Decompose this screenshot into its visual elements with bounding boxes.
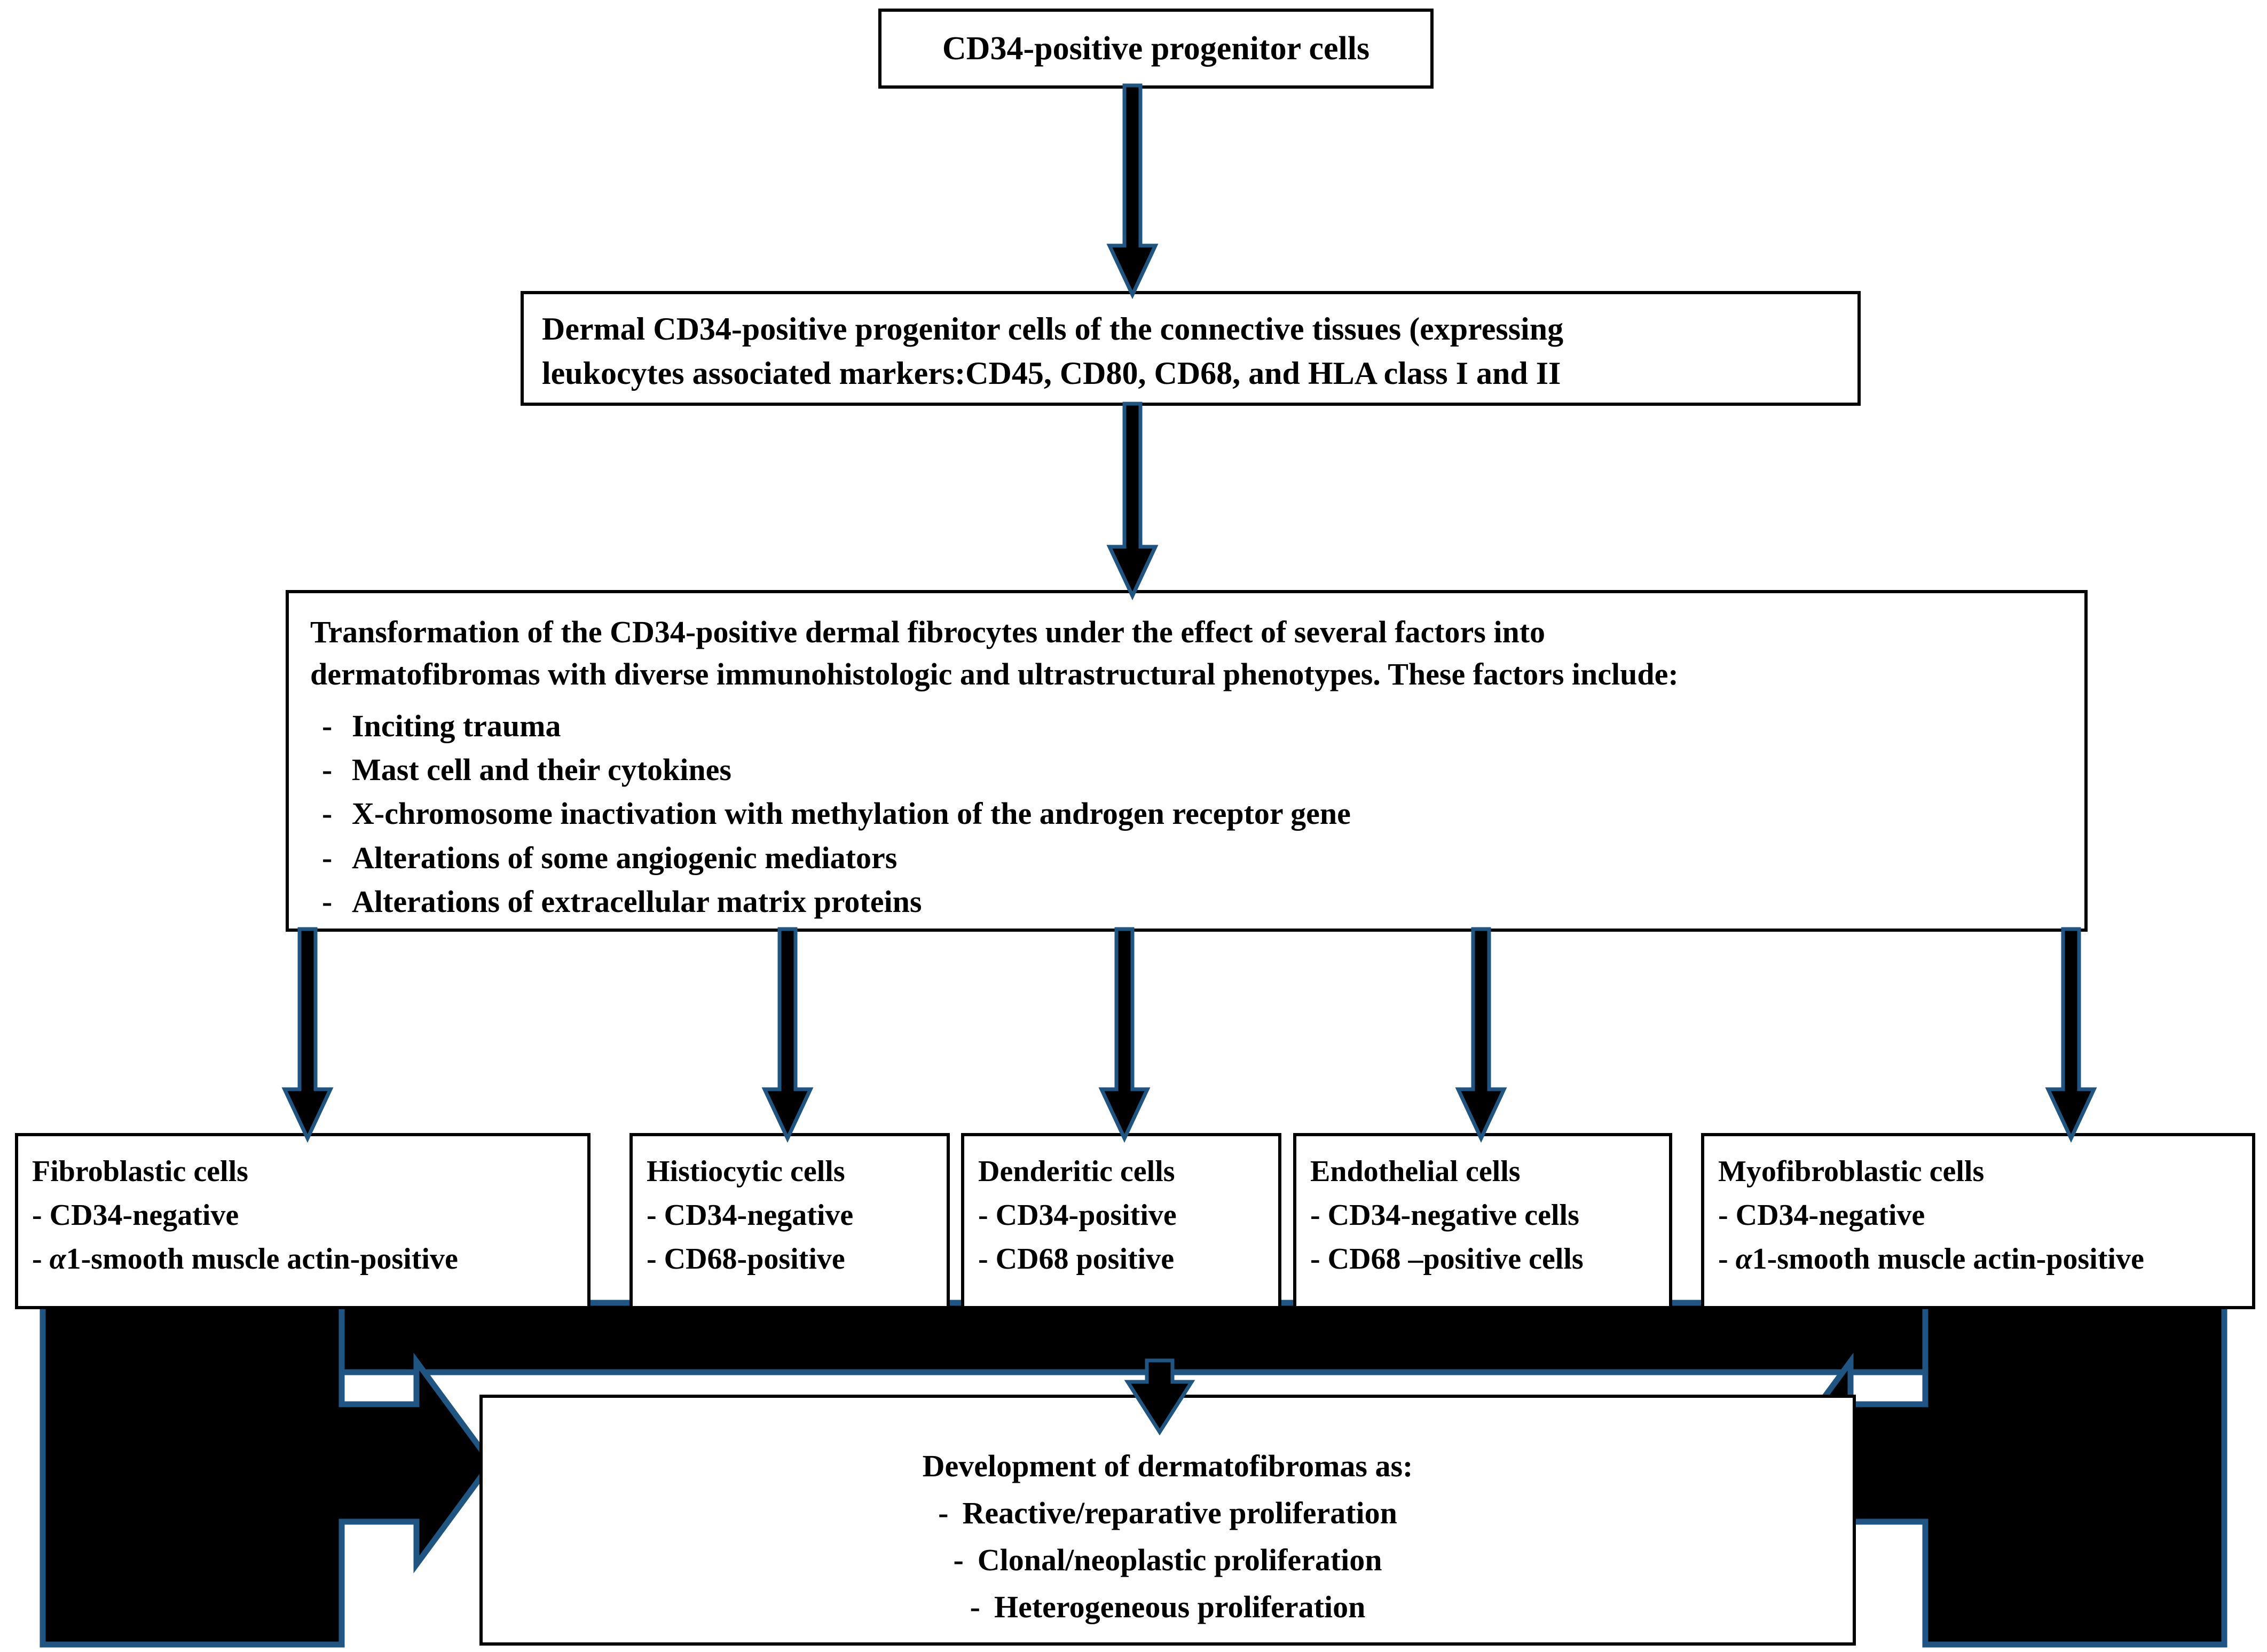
cell-box-item: - CD34-negative <box>647 1194 933 1238</box>
arrow-branch-endothelial <box>1455 927 1507 1143</box>
node-endothelial-cells: Endothelial cells - CD34-negative cells … <box>1293 1133 1672 1309</box>
transformation-line-1: Transformation of the CD34-positive derm… <box>310 615 1546 649</box>
bullet-dash: - <box>1310 1198 1320 1232</box>
dermal-line-1: Dermal CD34-positive progenitor cells of… <box>542 311 1564 347</box>
cell-box-title: Myofibroblastic cells <box>1718 1155 1985 1188</box>
dermal-line-2: leukocytes associated markers:CD45, CD80… <box>542 355 1561 391</box>
list-item: -Clonal/neoplastic proliferation <box>483 1537 1853 1584</box>
node-transformation: Transformation of the CD34-positive derm… <box>286 590 2088 932</box>
factor-label: X-chromosome inactivation with methylati… <box>352 796 1351 831</box>
arrow-progenitor-to-dermal <box>1106 83 1159 300</box>
node-dermal-cd34-progenitor-cells: Dermal CD34-positive progenitor cells of… <box>521 291 1861 406</box>
bullet-dash: - <box>322 884 333 919</box>
factor-label: Mast cell and their cytokines <box>352 752 731 788</box>
list-item: - Alterations of extracellular matrix pr… <box>310 880 2063 924</box>
node-fibroblastic-cells: Fibroblastic cells - CD34-negative - α1-… <box>15 1133 591 1309</box>
development-heading: Development of dermatofibromas as: <box>922 1449 1413 1483</box>
cell-box-item-label: CD34-positive <box>995 1198 1177 1232</box>
development-item-label: Clonal/neoplastic proliferation <box>977 1543 1382 1578</box>
bullet-dash: - <box>32 1242 42 1276</box>
bullet-dash: - <box>938 1496 949 1531</box>
cell-box-title: Endothelial cells <box>1310 1155 1521 1188</box>
cell-box-item-label: CD34-negative <box>49 1198 239 1232</box>
factor-label: Alterations of some angiogenic mediators <box>352 840 898 875</box>
arrow-left-block-to-development <box>40 1300 495 1648</box>
bullet-dash: - <box>953 1543 964 1578</box>
arrow-bar-to-development <box>1124 1358 1195 1436</box>
arrow-branch-histiocytic <box>761 927 814 1143</box>
cell-box-item: - CD68-positive <box>647 1238 933 1281</box>
cell-box-title: Denderitic cells <box>978 1155 1175 1188</box>
transformation-factor-list: - Inciting trauma - Mast cell and their … <box>310 704 2063 924</box>
node-myofibroblastic-cells: Myofibroblastic cells - CD34-negative - … <box>1701 1133 2255 1309</box>
node-cd34-progenitor-cells: CD34-positive progenitor cells <box>878 9 1434 89</box>
list-item: -Heterogeneous proliferation <box>483 1584 1853 1631</box>
bullet-dash: - <box>978 1198 988 1232</box>
node-histiocytic-cells: Histiocytic cells - CD34-negative - CD68… <box>629 1133 950 1309</box>
alpha-symbol: α <box>49 1242 66 1276</box>
bullet-dash: - <box>1718 1198 1728 1232</box>
transformation-line-2: dermatofibromas with diverse immunohisto… <box>310 656 1679 691</box>
arrow-branch-fibroblastic <box>281 927 334 1143</box>
list-item: - Alterations of some angiogenic mediato… <box>310 836 2063 880</box>
list-item: - X-chromosome inactivation with methyla… <box>310 792 2063 836</box>
cell-box-title: Fibroblastic cells <box>32 1155 248 1188</box>
bullet-dash: - <box>1310 1242 1320 1276</box>
bullet-dash: - <box>647 1198 657 1232</box>
bullet-dash: - <box>978 1242 988 1276</box>
cell-box-item-label: CD68 –positive cells <box>1327 1242 1584 1276</box>
arrow-branch-myofibroblastic <box>2045 927 2097 1143</box>
cell-box-item-label: CD34-negative cells <box>1327 1198 1579 1232</box>
development-item-label: Heterogeneous proliferation <box>994 1590 1366 1625</box>
node-denderitic-cells: Denderitic cells - CD34-positive - CD68 … <box>961 1133 1281 1309</box>
arrow-dermal-to-transformation <box>1106 402 1159 601</box>
bullet-dash: - <box>322 752 333 788</box>
factor-label: Inciting trauma <box>352 708 561 743</box>
bullet-dash: - <box>32 1198 42 1232</box>
cell-box-item: - α1-smooth muscle actin-positive <box>32 1238 573 1281</box>
node-cd34-progenitor-cells-label: CD34-positive progenitor cells <box>942 30 1370 67</box>
cell-box-item-label: CD68-positive <box>664 1242 845 1276</box>
bullet-dash: - <box>322 796 333 831</box>
bullet-dash: - <box>322 708 333 743</box>
factor-label: Alterations of extracellular matrix prot… <box>352 884 922 919</box>
cell-box-item-label: CD34-negative <box>1735 1198 1925 1232</box>
list-item: -Reactive/reparative proliferation <box>483 1490 1853 1537</box>
cell-box-item: - α1-smooth muscle actin-positive <box>1718 1238 2238 1281</box>
bullet-dash: - <box>647 1242 657 1276</box>
cell-box-item: - CD34-negative <box>32 1194 573 1238</box>
cell-box-item: - CD34-negative cells <box>1310 1194 1655 1238</box>
cell-box-item-label: CD34-negative <box>664 1198 854 1232</box>
arrow-branch-denderitic <box>1098 927 1151 1143</box>
cell-box-item-label: 1-smooth muscle actin-positive <box>1752 1242 2144 1276</box>
cell-box-item: - CD68 –positive cells <box>1310 1238 1655 1281</box>
node-development-of-dermatofibromas: Development of dermatofibromas as: -Reac… <box>479 1395 1856 1646</box>
bullet-dash: - <box>322 840 333 875</box>
bullet-dash: - <box>1718 1242 1728 1276</box>
list-item: - Inciting trauma <box>310 704 2063 748</box>
list-item: - Mast cell and their cytokines <box>310 748 2063 792</box>
development-item-label: Reactive/reparative proliferation <box>962 1496 1397 1531</box>
cell-box-item: - CD68 positive <box>978 1238 1264 1281</box>
cell-box-title: Histiocytic cells <box>647 1155 845 1188</box>
cell-box-item: - CD34-negative <box>1718 1194 2238 1238</box>
alpha-symbol: α <box>1735 1242 1752 1276</box>
bullet-dash: - <box>970 1590 980 1625</box>
cell-box-item: - CD34-positive <box>978 1194 1264 1238</box>
cell-box-item-label: 1-smooth muscle actin-positive <box>66 1242 458 1276</box>
cell-box-item-label: CD68 positive <box>995 1242 1175 1276</box>
